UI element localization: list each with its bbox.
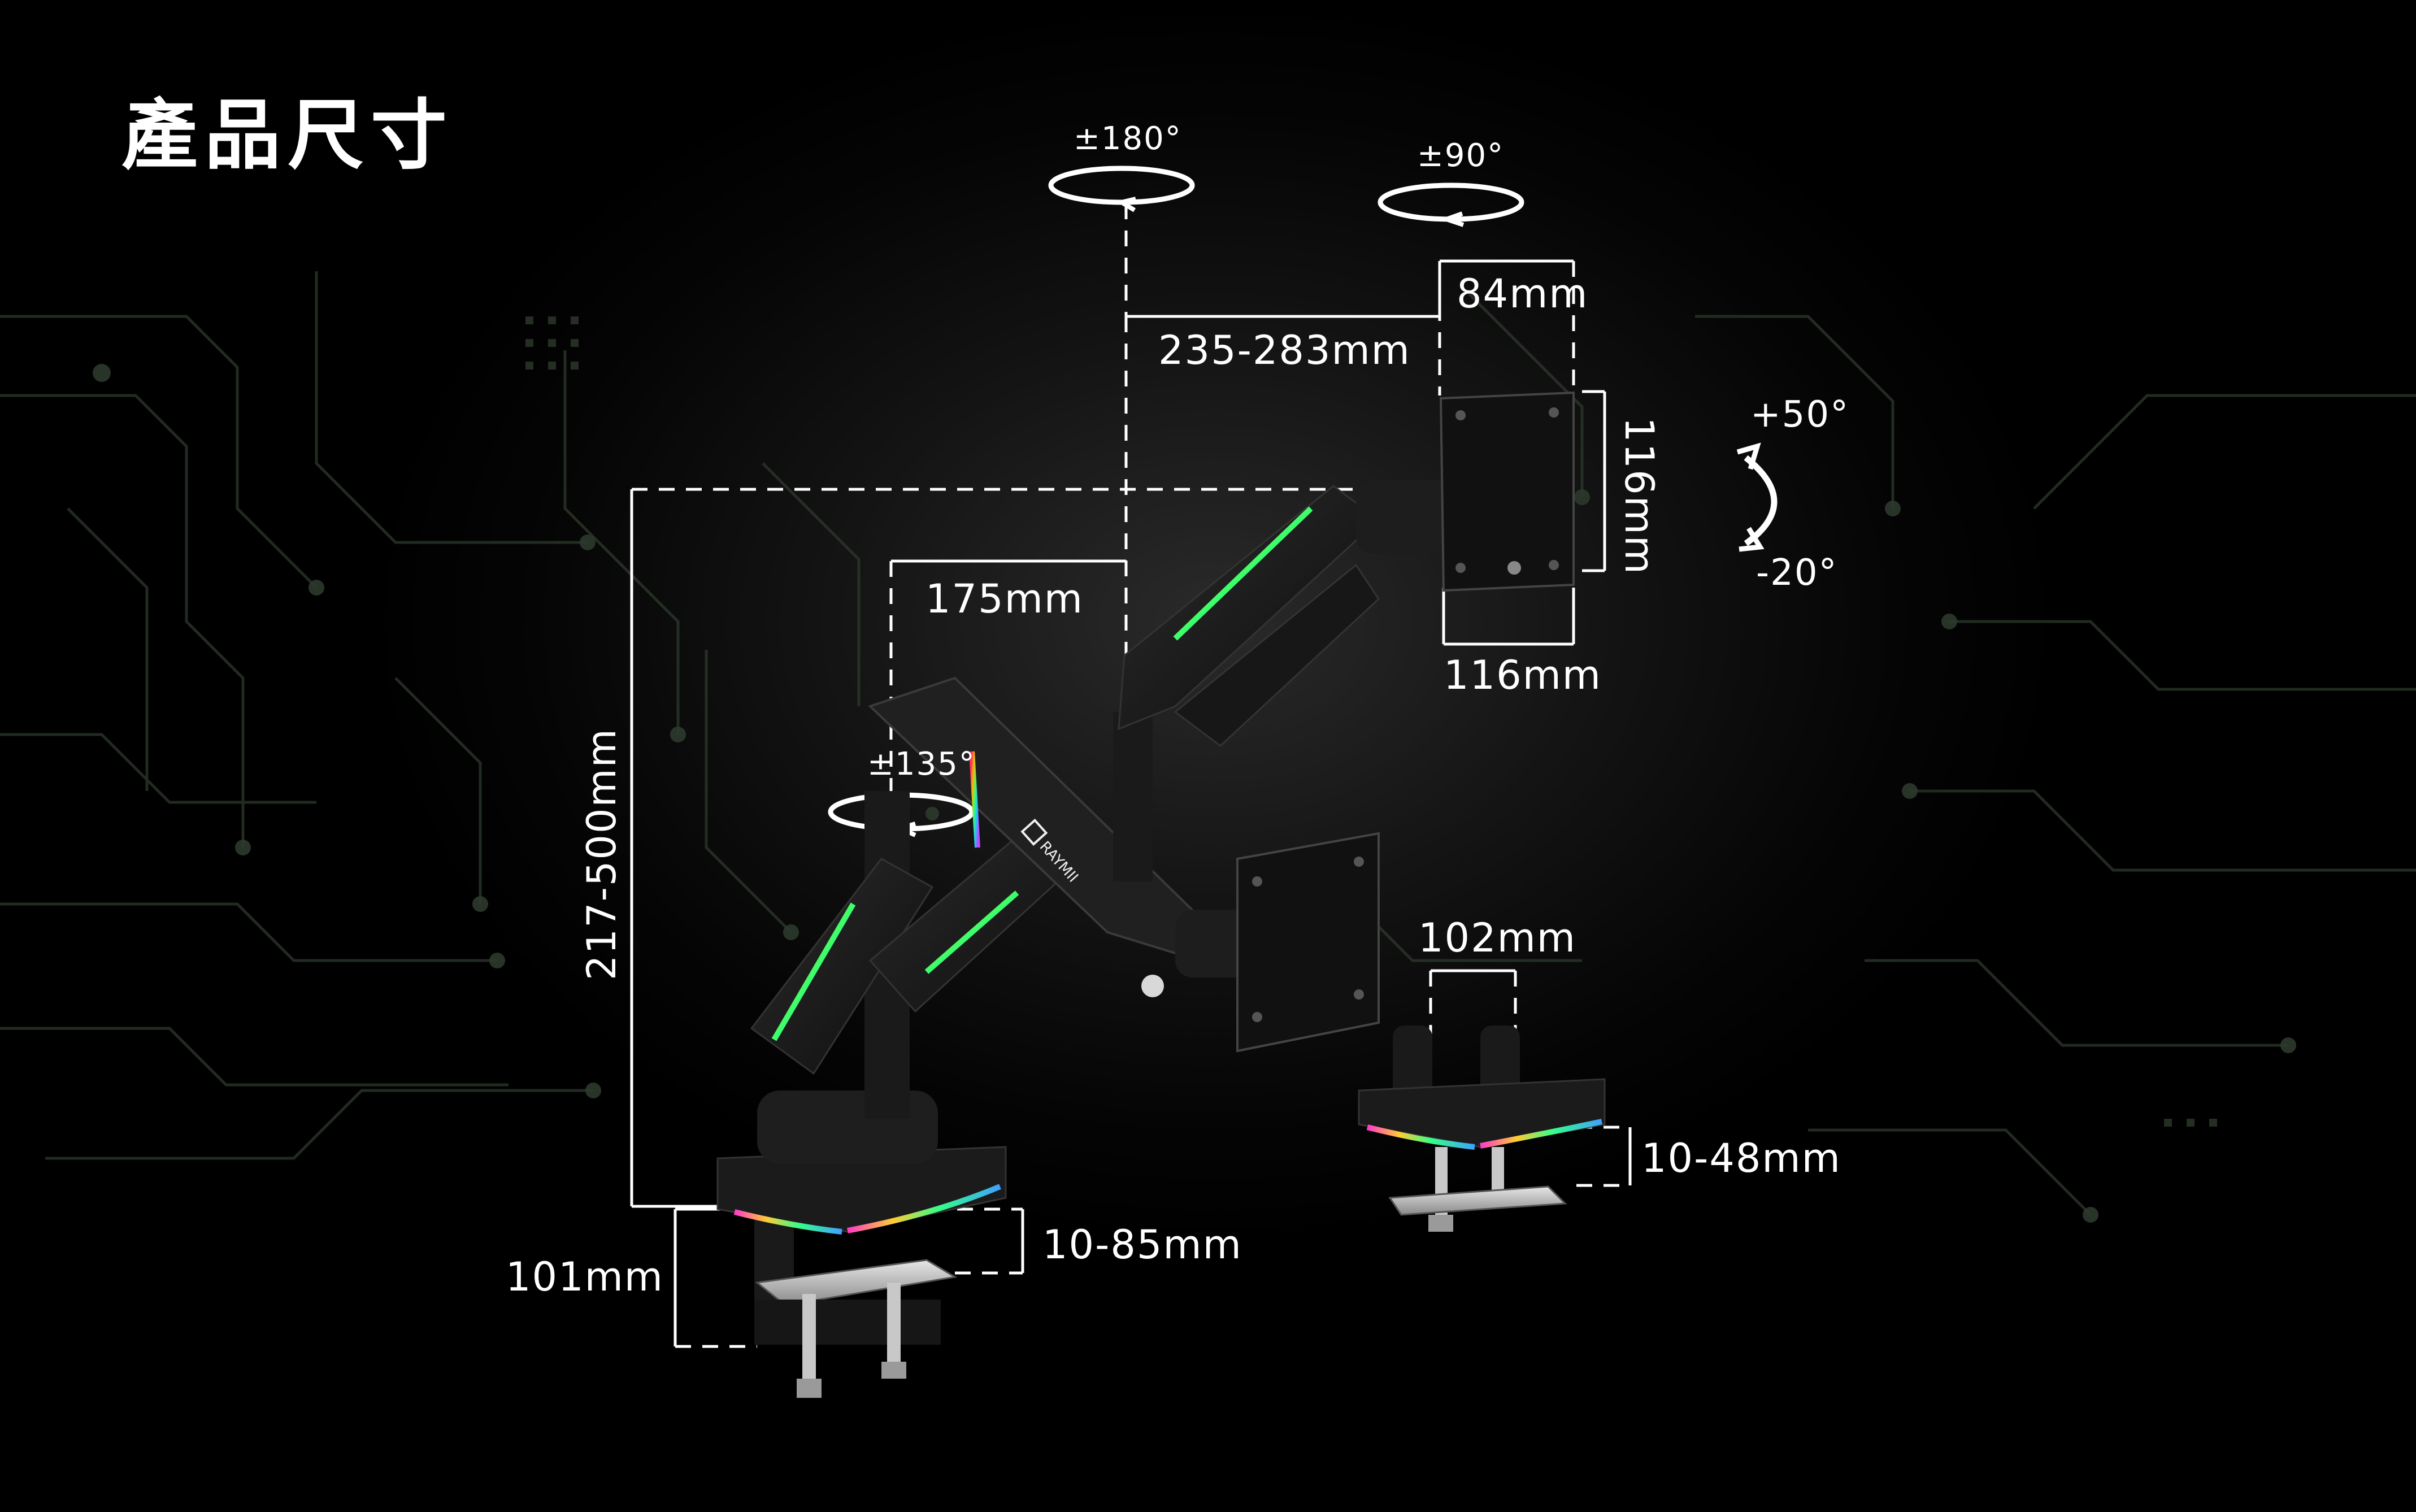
top-rotate-angle: ±90° [1417,137,1505,174]
desk-thickness-a-dimension: 10-85mm [1042,1222,1242,1268]
base-width-dimension: 102mm [1418,915,1576,961]
right-base [1358,1026,1606,1232]
left-desk-clamp [754,1209,958,1398]
page-title: 產品尺寸 [121,91,454,180]
lower-arm: RAYMII [750,676,1271,1119]
clamp-height-dimension: 101mm [506,1254,664,1300]
rotate-arrow-top-swivel-icon [1048,166,1195,212]
upper-vesa-plate [1439,391,1575,592]
circuit-nodes [93,364,2296,1223]
tilt-arrow-icon [1736,442,1778,552]
circuit-dot-grid [525,316,2217,1127]
monitor-arm-product: RAYMII [716,391,1606,1398]
rotate-arrow-top-rotate-icon [1378,183,1524,227]
arm-span-lower-dimension: 175mm [925,576,1084,622]
vesa-width-top-dimension: 84mm [1457,271,1589,317]
vesa-height-dimension: 116mm [1616,417,1662,575]
arm-span-top-dimension: 235-283mm [1158,327,1411,373]
height-range-dimension: 217-500mm [579,728,625,980]
tilt-down-angle: -20° [1756,552,1838,594]
lower-swivel-angle: ±135° [867,746,976,783]
circuit-pattern [0,271,2416,1216]
vesa-width-dimension: 116mm [1444,652,1602,698]
upper-arm [1113,480,1452,881]
tilt-up-angle: +50° [1750,394,1850,436]
lower-vesa-plate [1236,832,1380,1053]
dimension-lines [630,203,1632,1348]
top-swivel-angle: ±180° [1074,120,1182,157]
desk-thickness-b-dimension: 10-48mm [1641,1135,1841,1181]
